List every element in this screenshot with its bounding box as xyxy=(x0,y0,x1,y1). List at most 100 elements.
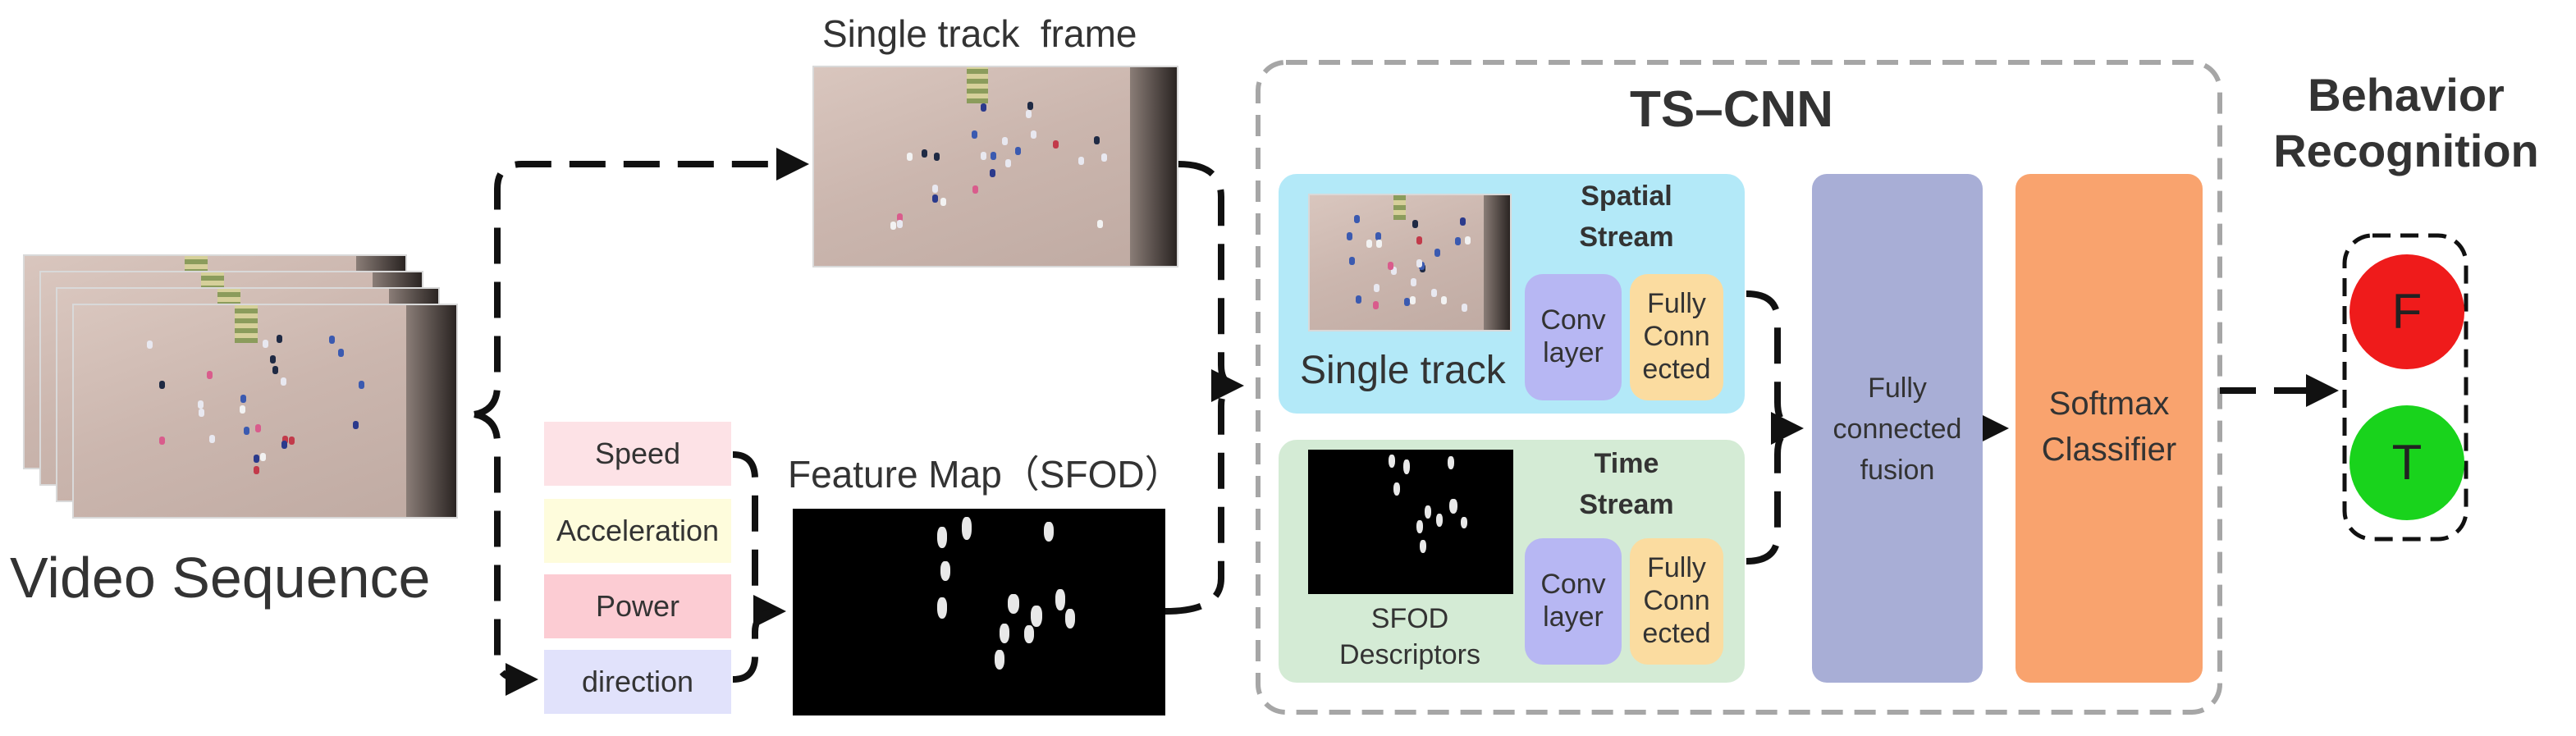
time-stream-image xyxy=(1308,450,1513,594)
person-figure xyxy=(1375,231,1382,240)
person-figure xyxy=(260,453,267,462)
spatial-stream-image xyxy=(1308,194,1512,331)
spatial-stream-label: Spatial Stream xyxy=(1579,181,1674,253)
person-figure xyxy=(276,335,282,344)
person-figure xyxy=(1366,240,1373,249)
person-figure xyxy=(159,437,166,446)
person-figure xyxy=(940,197,946,206)
person-figure xyxy=(262,340,268,349)
person-figure xyxy=(1096,220,1103,229)
person-figure xyxy=(1416,258,1422,267)
person-figure xyxy=(1412,219,1419,228)
person-figure xyxy=(240,395,246,404)
person-figure xyxy=(240,405,246,414)
person-figure xyxy=(1053,139,1059,149)
person-figure xyxy=(281,440,287,449)
person-figure xyxy=(254,454,260,463)
person-figure xyxy=(906,153,913,162)
behavior-container xyxy=(2342,233,2468,542)
person-figure xyxy=(1410,295,1416,304)
single-track-label: Single track xyxy=(1300,349,1506,392)
person-figure xyxy=(159,381,166,390)
person-figure xyxy=(1431,289,1438,298)
arrow-direction-to-featmap xyxy=(732,608,780,683)
person-figure xyxy=(198,408,204,417)
person-figure xyxy=(282,436,289,445)
arrow-time-to-fusion xyxy=(1746,425,1798,565)
person-figure xyxy=(932,194,939,203)
person-figure xyxy=(1454,236,1461,245)
video-sequence-label: Video Sequence xyxy=(10,546,431,610)
person-figure xyxy=(1403,298,1410,307)
person-figure xyxy=(1014,147,1021,156)
person-figure xyxy=(359,380,365,389)
person-figure xyxy=(206,370,213,379)
person-figure xyxy=(1027,102,1033,110)
person-figure xyxy=(890,222,897,231)
person-figure xyxy=(255,423,262,432)
person-figure xyxy=(1411,278,1417,287)
ts-cnn-title: TS–CNN xyxy=(1629,81,1834,138)
arrow-video-to-features xyxy=(474,411,538,696)
ts-cnn-container xyxy=(1256,60,2222,715)
person-figure xyxy=(1346,231,1352,240)
person-figure xyxy=(353,421,359,430)
person-figure xyxy=(1376,240,1383,249)
arrow-frame-to-tscnn xyxy=(1178,161,1244,402)
person-figure xyxy=(1373,300,1380,309)
feature-direction: direction xyxy=(544,650,731,714)
person-figure xyxy=(270,354,277,363)
result-t-circle: T xyxy=(2350,405,2464,520)
person-figure xyxy=(1078,156,1084,165)
person-figure xyxy=(1005,158,1012,167)
person-figure xyxy=(1441,295,1448,304)
person-figure xyxy=(1100,153,1107,162)
fully-connected-fusion: Fully connected fusion xyxy=(1812,174,1983,683)
person-figure xyxy=(1460,217,1466,226)
spatial-conv-layer: Conv layer xyxy=(1525,274,1622,400)
spatial-fully-connected: Fully Conn ected xyxy=(1630,274,1723,400)
person-figure xyxy=(897,219,904,228)
person-figure xyxy=(972,185,978,194)
person-figure xyxy=(1373,284,1380,293)
person-figure xyxy=(1434,249,1440,258)
person-figure xyxy=(1094,136,1100,145)
person-figure xyxy=(989,169,995,178)
person-figure xyxy=(897,213,904,222)
person-figure xyxy=(1461,303,1467,312)
single-track-frame-image xyxy=(812,66,1178,267)
person-figure xyxy=(208,434,215,443)
person-figure xyxy=(198,400,204,409)
arrow-spatial-to-fusion xyxy=(1746,290,1804,445)
arrow-video-to-frame xyxy=(474,148,809,418)
feature-power: Power xyxy=(544,574,731,638)
person-figure xyxy=(980,103,986,112)
person-figure xyxy=(1026,110,1032,119)
person-figure xyxy=(288,436,295,445)
person-figure xyxy=(1030,130,1036,139)
person-figure xyxy=(272,365,278,374)
feature-map-image xyxy=(793,509,1165,715)
person-figure xyxy=(1002,137,1009,145)
person-figure xyxy=(922,149,928,158)
sfod-descriptors-label: SFOD Descriptors xyxy=(1339,603,1480,670)
person-figure xyxy=(972,130,978,139)
feature-map-label: Feature Map（SFOD） xyxy=(788,453,1183,496)
person-figure xyxy=(1349,256,1356,265)
person-figure xyxy=(243,427,249,436)
feature-speed: Speed xyxy=(544,422,731,486)
person-figure xyxy=(1354,214,1361,223)
person-figure xyxy=(328,335,335,344)
person-figure xyxy=(1390,266,1397,275)
arrow-featmap-to-tscnn xyxy=(1164,382,1238,615)
time-fully-connected: Fully Conn ected xyxy=(1630,538,1723,665)
person-figure xyxy=(934,153,940,162)
person-figure xyxy=(281,377,287,386)
person-figure xyxy=(1356,295,1362,304)
person-figure xyxy=(931,184,938,193)
person-figure xyxy=(1388,261,1394,270)
person-figure xyxy=(981,152,987,161)
person-figure xyxy=(991,152,997,161)
person-figure xyxy=(1416,236,1423,245)
